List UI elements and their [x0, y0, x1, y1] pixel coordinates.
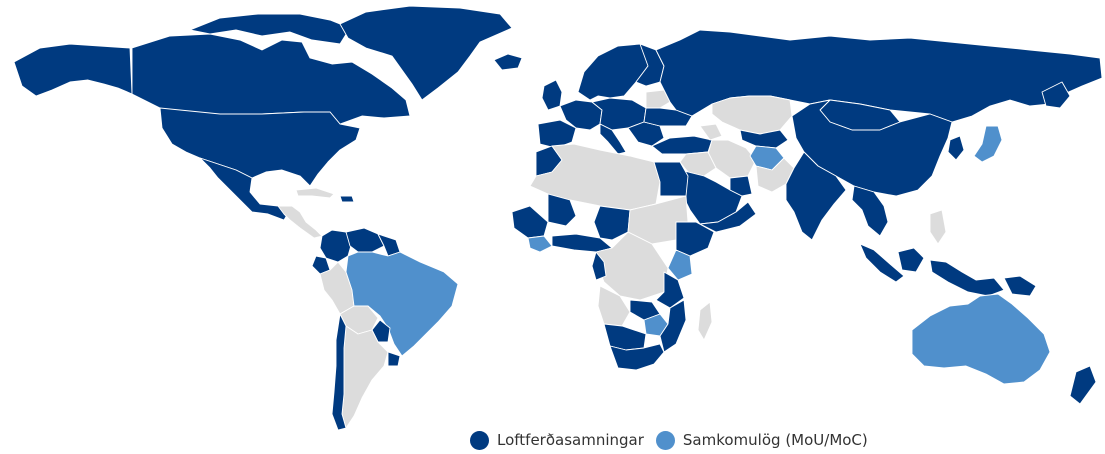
region-india[interactable] — [785, 151, 847, 241]
region-belarus[interactable] — [645, 89, 671, 109]
north-america — [13, 5, 513, 239]
africa — [511, 143, 715, 371]
region-uk-ireland[interactable] — [541, 79, 563, 111]
region-borneo[interactable] — [897, 247, 925, 273]
region-uruguay[interactable] — [387, 351, 401, 367]
region-congo-west[interactable] — [591, 251, 607, 281]
region-usa[interactable] — [159, 107, 361, 187]
region-egypt[interactable] — [653, 161, 689, 197]
south-america — [311, 227, 459, 430]
region-cuba[interactable] — [295, 187, 335, 199]
region-korea[interactable] — [947, 135, 965, 161]
region-indonesia-east[interactable] — [929, 259, 1005, 297]
europe — [493, 43, 713, 155]
legend-swatch-mou — [655, 430, 675, 450]
region-ukraine[interactable] — [643, 107, 693, 127]
region-new-guinea[interactable] — [1003, 275, 1037, 297]
region-canada-islands[interactable] — [189, 13, 351, 45]
region-kazakhstan[interactable] — [711, 95, 793, 135]
region-gulf[interactable] — [729, 175, 753, 197]
legend-item-mou: Samkomulög (MoU/MoC) — [655, 430, 868, 450]
legend-item-air-agreements: Loftferðasamningar — [470, 430, 644, 450]
region-indonesia-west[interactable] — [859, 243, 905, 283]
region-caribbean[interactable] — [339, 195, 355, 203]
region-iran[interactable] — [707, 139, 757, 179]
middle-east — [679, 151, 757, 233]
region-philippines[interactable] — [929, 209, 947, 245]
region-greenland[interactable] — [339, 5, 513, 101]
region-southeast-asia[interactable] — [851, 185, 889, 237]
legend-label-air-agreements: Loftferðasamningar — [497, 431, 644, 449]
region-venezuela[interactable] — [345, 227, 385, 253]
legend-swatch-air-agreements — [470, 430, 489, 450]
world-map — [13, 5, 1103, 430]
region-australia[interactable] — [911, 293, 1051, 385]
region-mali[interactable] — [547, 193, 577, 227]
legend: Loftferðasamningar Samkomulög (MoU/MoC) — [470, 429, 868, 451]
region-chile[interactable] — [331, 313, 347, 430]
region-west-africa[interactable] — [511, 205, 549, 239]
region-south-africa[interactable] — [609, 343, 665, 371]
region-mozambique[interactable] — [659, 299, 687, 353]
region-new-zealand[interactable] — [1069, 365, 1097, 405]
region-caucasus[interactable] — [699, 123, 723, 141]
region-japan[interactable] — [973, 125, 1003, 163]
legend-label-mou: Samkomulög (MoU/MoC) — [682, 431, 868, 449]
region-iberia[interactable] — [537, 119, 577, 149]
asia — [655, 29, 1103, 297]
region-kenya[interactable] — [667, 249, 693, 281]
region-italy[interactable] — [599, 123, 627, 155]
oceania — [911, 275, 1097, 405]
region-iceland[interactable] — [493, 53, 523, 71]
region-central-asia[interactable] — [739, 129, 789, 149]
region-russia[interactable] — [655, 29, 1103, 123]
region-madagascar[interactable] — [697, 301, 713, 341]
region-alaska[interactable] — [13, 43, 133, 97]
region-central-america[interactable] — [277, 205, 323, 239]
region-cote-divoire[interactable] — [527, 235, 553, 253]
region-russia-east[interactable] — [1041, 81, 1071, 109]
region-yemen-oman[interactable] — [699, 201, 757, 233]
